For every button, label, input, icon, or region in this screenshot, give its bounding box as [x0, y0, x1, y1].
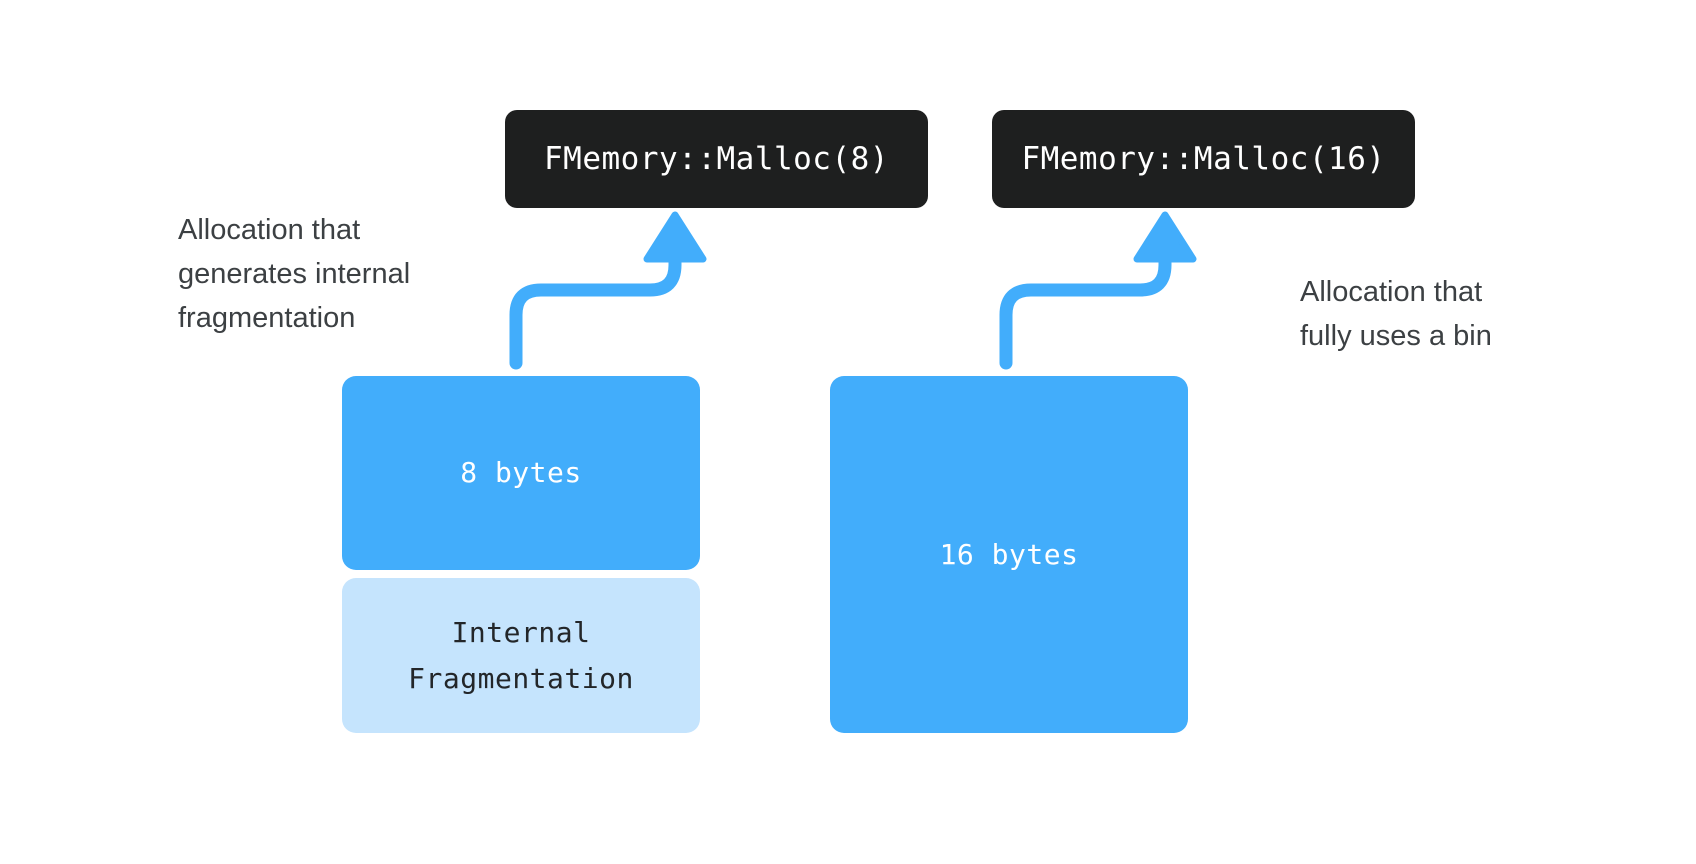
memory-block-8-bytes-label: 8 bytes	[460, 456, 582, 490]
memory-block-8-bytes: 8 bytes	[342, 376, 700, 570]
arrow-right-stem	[999, 238, 1172, 370]
memory-block-16-bytes: 16 bytes	[830, 376, 1188, 733]
arrow-left-stem	[509, 238, 682, 370]
memory-block-internal-fragmentation: Internal Fragmentation	[342, 578, 700, 733]
arrow-8-bytes-to-malloc-8	[509, 211, 707, 370]
annotation-fully-uses-bin: Allocation that fully uses a bin	[1300, 276, 1492, 353]
memory-block-internal-fragmentation-label: Internal Fragmentation	[408, 616, 634, 695]
code-box-malloc-16: FMemory::Malloc(16)	[992, 110, 1415, 208]
arrow-left-head	[643, 211, 707, 263]
code-box-malloc-8: FMemory::Malloc(8)	[505, 110, 928, 208]
annotation-internal-fragmentation: Allocation that generates internal fragm…	[178, 214, 411, 335]
memory-block-16-bytes-label: 16 bytes	[939, 537, 1079, 571]
code-box-malloc-16-text: FMemory::Malloc(16)	[1021, 140, 1386, 177]
arrow-right-head	[1133, 211, 1197, 263]
arrow-16-bytes-to-malloc-16	[999, 211, 1197, 370]
code-box-malloc-8-text: FMemory::Malloc(8)	[544, 140, 889, 177]
